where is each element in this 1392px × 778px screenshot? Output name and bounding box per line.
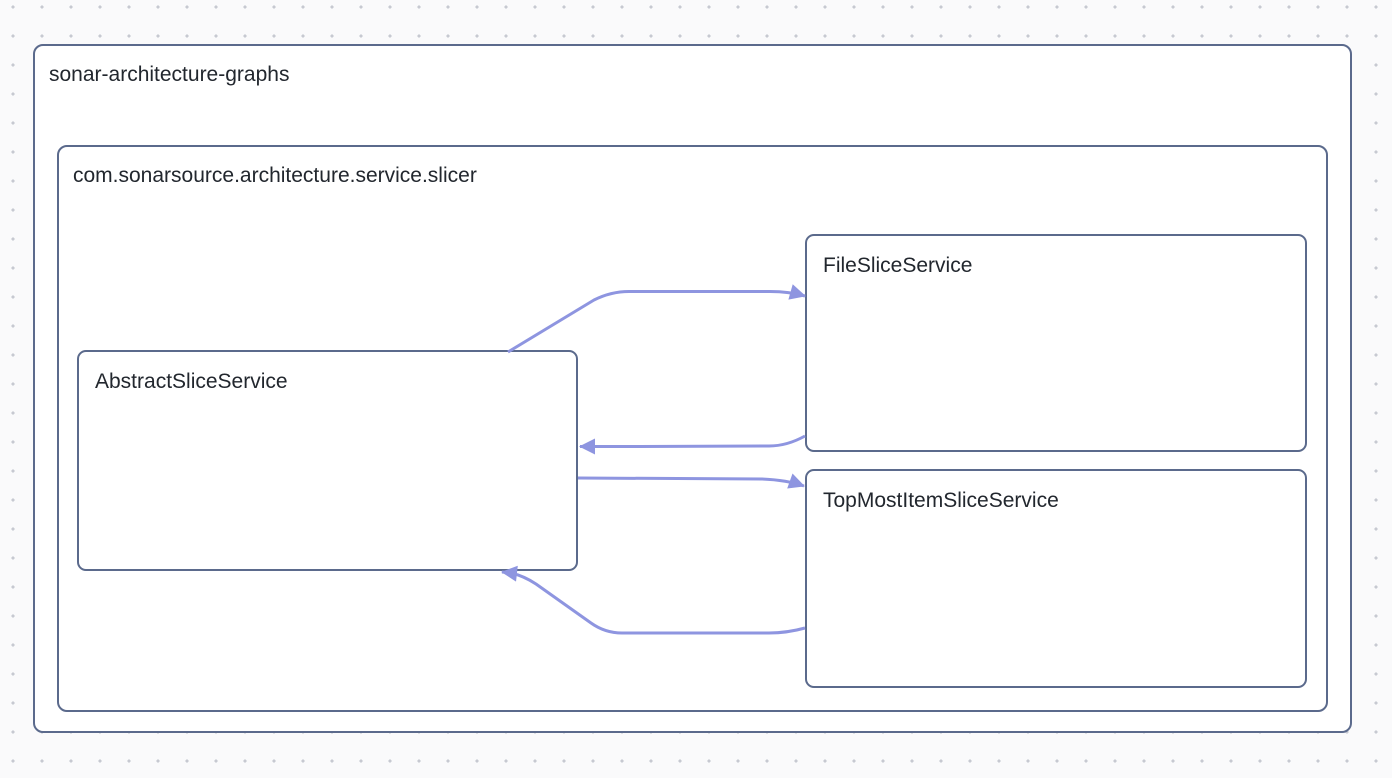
group-label: sonar-architecture-graphs [49,63,290,86]
group-label: com.sonarsource.architecture.service.sli… [73,164,477,187]
node-abstract-slice-service[interactable]: AbstractSliceService [77,350,578,571]
node-label: FileSliceService [823,254,973,277]
node-file-slice-service[interactable]: FileSliceService [805,234,1307,452]
node-label: TopMostItemSliceService [823,489,1059,512]
node-top-most-item-slice-service[interactable]: TopMostItemSliceService [805,469,1307,688]
node-label: AbstractSliceService [95,370,288,393]
